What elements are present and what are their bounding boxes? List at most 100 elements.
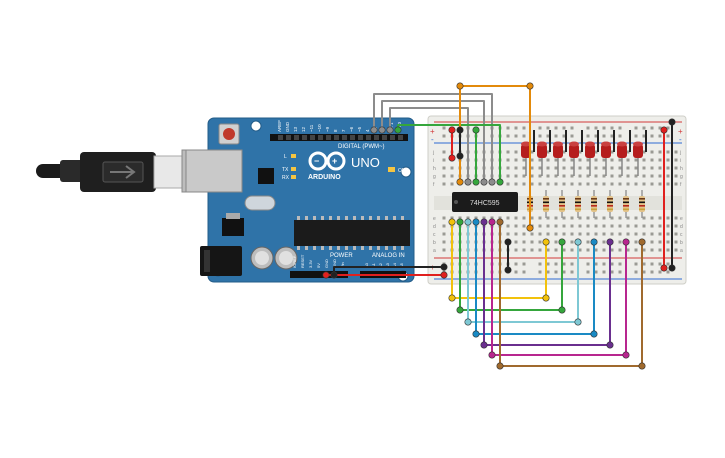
led[interactable] xyxy=(537,130,551,176)
header-pin[interactable] xyxy=(334,135,339,140)
wire-endpoint[interactable] xyxy=(456,152,464,160)
wire-endpoint[interactable] xyxy=(378,126,386,134)
header-pin[interactable] xyxy=(350,135,355,140)
wire-blue[interactable] xyxy=(475,221,595,335)
header-pin[interactable] xyxy=(342,135,347,140)
header-pin[interactable] xyxy=(366,135,371,140)
wire-cyan[interactable] xyxy=(467,221,579,323)
reset-button[interactable] xyxy=(218,123,240,145)
wire-endpoint[interactable] xyxy=(660,126,668,134)
wire-endpoint[interactable] xyxy=(440,271,448,279)
wire-endpoint[interactable] xyxy=(456,218,464,226)
led[interactable] xyxy=(521,130,535,176)
wire-endpoint[interactable] xyxy=(464,218,472,226)
wire-endpoint[interactable] xyxy=(386,126,394,134)
resistor[interactable] xyxy=(623,190,629,218)
header-pin[interactable] xyxy=(326,135,331,140)
wire-endpoint[interactable] xyxy=(330,271,338,279)
header-pin[interactable] xyxy=(398,135,403,140)
wire-endpoint[interactable] xyxy=(504,238,512,246)
wire-endpoint[interactable] xyxy=(590,330,598,338)
wire-endpoint[interactable] xyxy=(394,126,402,134)
resistor[interactable] xyxy=(639,190,645,218)
wire-endpoint[interactable] xyxy=(464,178,472,186)
wire-endpoint[interactable] xyxy=(448,154,456,162)
wire-endpoint[interactable] xyxy=(464,318,472,326)
wire-endpoint[interactable] xyxy=(638,362,646,370)
header-pin[interactable] xyxy=(382,135,387,140)
wire-endpoint[interactable] xyxy=(606,341,614,349)
wire-endpoint[interactable] xyxy=(496,218,504,226)
led[interactable] xyxy=(585,130,599,176)
wire-endpoint[interactable] xyxy=(472,330,480,338)
wire-endpoint[interactable] xyxy=(660,264,668,272)
wire-endpoint[interactable] xyxy=(456,126,464,134)
resistor[interactable] xyxy=(559,190,565,218)
wire-endpoint[interactable] xyxy=(322,271,330,279)
wire-endpoint[interactable] xyxy=(488,178,496,186)
resistor[interactable] xyxy=(607,190,613,218)
wire-brown[interactable] xyxy=(499,221,643,367)
wire-endpoint[interactable] xyxy=(488,351,496,359)
wire-endpoint[interactable] xyxy=(496,178,504,186)
resistor[interactable] xyxy=(543,190,549,218)
led[interactable] xyxy=(617,130,631,176)
arduino-uno-board[interactable]: − + ARDUINO UNO L TX RX ON DIGITAL (PWM~… xyxy=(185,117,415,283)
header-pin[interactable] xyxy=(278,135,283,140)
wire-endpoint[interactable] xyxy=(480,218,488,226)
wire-endpoint[interactable] xyxy=(440,263,448,271)
wire-endpoint[interactable] xyxy=(480,341,488,349)
wire-purple[interactable] xyxy=(483,221,611,346)
wire-endpoint[interactable] xyxy=(480,178,488,186)
wire-endpoint[interactable] xyxy=(370,126,378,134)
wire-endpoint[interactable] xyxy=(574,238,582,246)
led[interactable] xyxy=(601,130,615,176)
wire-magenta[interactable] xyxy=(491,221,627,356)
wire-gray[interactable] xyxy=(381,100,485,183)
wire-endpoint[interactable] xyxy=(668,264,676,272)
wire-endpoint[interactable] xyxy=(526,82,534,90)
wire-endpoint[interactable] xyxy=(590,238,598,246)
wire-endpoint[interactable] xyxy=(472,218,480,226)
wire-endpoint[interactable] xyxy=(606,238,614,246)
resistor[interactable] xyxy=(591,190,597,218)
header-pin[interactable] xyxy=(318,135,323,140)
resistor[interactable] xyxy=(575,190,581,218)
wire-endpoint[interactable] xyxy=(496,362,504,370)
header-pin[interactable] xyxy=(310,135,315,140)
header-pin[interactable] xyxy=(302,135,307,140)
wire-endpoint[interactable] xyxy=(448,218,456,226)
led[interactable] xyxy=(553,130,567,176)
dc-power-jack[interactable] xyxy=(200,246,242,276)
wire-endpoint[interactable] xyxy=(622,238,630,246)
wire-endpoint[interactable] xyxy=(542,294,550,302)
wire-endpoint[interactable] xyxy=(448,126,456,134)
wire-endpoint[interactable] xyxy=(472,126,480,134)
wire-endpoint[interactable] xyxy=(668,118,676,126)
wire-endpoint[interactable] xyxy=(558,238,566,246)
wire-endpoint[interactable] xyxy=(456,82,464,90)
led[interactable] xyxy=(633,130,647,176)
header-pin[interactable] xyxy=(294,135,299,140)
wire-endpoint[interactable] xyxy=(638,238,646,246)
header-pin[interactable] xyxy=(390,135,395,140)
wire-green[interactable] xyxy=(459,221,563,311)
wire-endpoint[interactable] xyxy=(542,238,550,246)
header-pin[interactable] xyxy=(286,135,291,140)
wire-endpoint[interactable] xyxy=(448,294,456,302)
wire-endpoint[interactable] xyxy=(526,224,534,232)
wire-endpoint[interactable] xyxy=(558,306,566,314)
wire-endpoint[interactable] xyxy=(622,351,630,359)
header-pin[interactable] xyxy=(374,135,379,140)
wire-endpoint[interactable] xyxy=(456,178,464,186)
wire-endpoint[interactable] xyxy=(574,318,582,326)
wire-endpoint[interactable] xyxy=(504,266,512,274)
led[interactable] xyxy=(569,130,583,176)
wire-endpoint[interactable] xyxy=(488,218,496,226)
shift-register-ic[interactable]: 74HC595 xyxy=(452,192,518,212)
wire-gray[interactable] xyxy=(389,107,469,183)
wire-endpoint[interactable] xyxy=(456,306,464,314)
wire-gray[interactable] xyxy=(373,93,493,183)
wire-endpoint[interactable] xyxy=(472,178,480,186)
header-pin[interactable] xyxy=(358,135,363,140)
